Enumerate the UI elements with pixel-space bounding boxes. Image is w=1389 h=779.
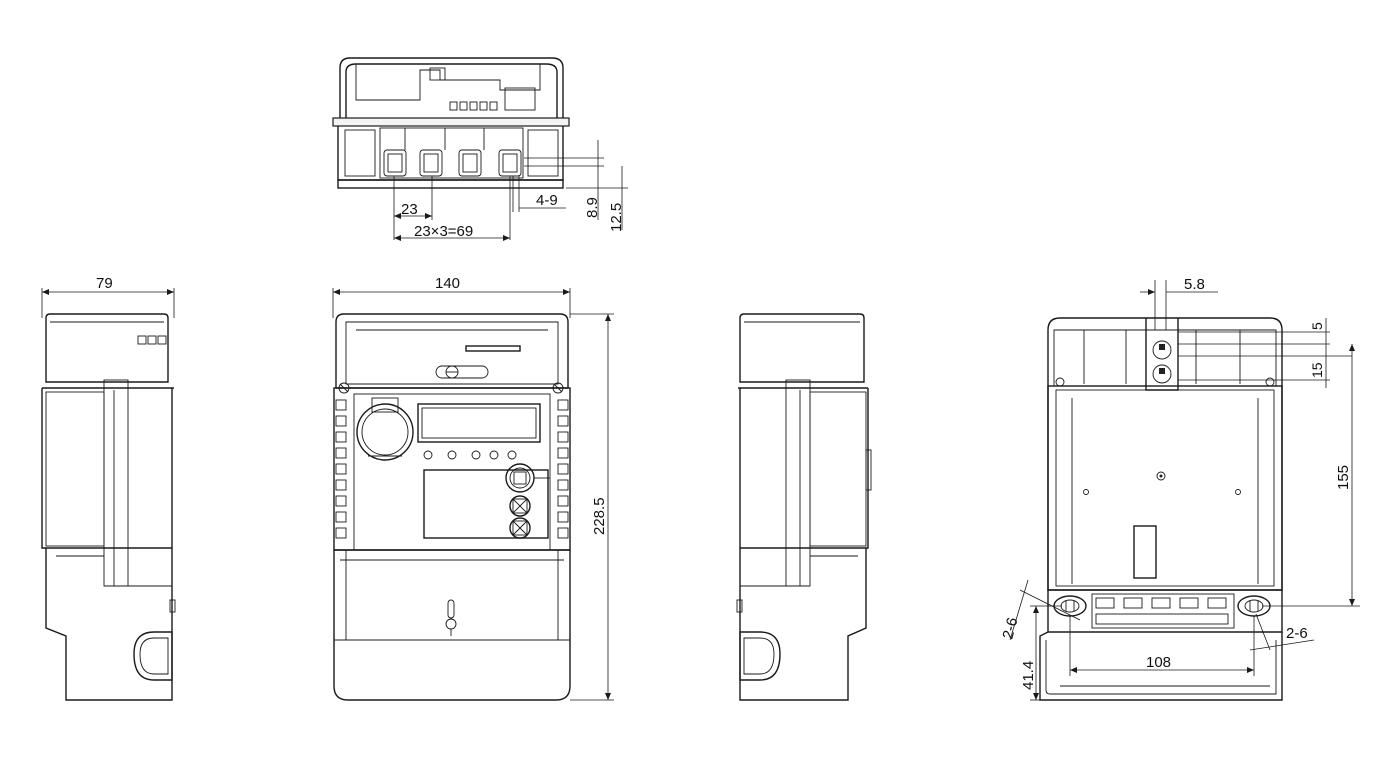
side-depth-label: 79: [96, 275, 113, 292]
status-leds: [423, 450, 517, 460]
front-width-label: 140: [435, 275, 460, 292]
hole-label: 4-9: [536, 192, 558, 209]
control-buttons: [505, 463, 550, 539]
left-ribs: [335, 399, 347, 539]
depth-b-label: 12.5: [608, 203, 625, 232]
hole-right-label: 2-6: [1286, 625, 1308, 642]
back-view: 5.8 5 15: [999, 276, 1360, 701]
pitch-label: 23: [401, 201, 418, 218]
indicator-leds: [449, 101, 498, 111]
right-side-view: [736, 313, 872, 701]
right-ribs: [557, 399, 569, 539]
bottom-offset-label: 41.4: [1020, 661, 1037, 690]
hanging-holes: [1152, 340, 1172, 384]
front-height-label: 228.5: [591, 497, 608, 535]
top-view: 23 23×3=69 4-9 8.9 12.5: [332, 57, 628, 241]
front-view: 140 228.5: [332, 275, 614, 701]
left-side-view: 79: [41, 275, 176, 701]
center-slot: [1133, 525, 1157, 579]
slot-pitch-label: 15: [1309, 362, 1325, 378]
hole-left-label: 2-6: [999, 616, 1021, 641]
nameplate-area: [423, 469, 549, 539]
lcd-display: [417, 403, 541, 443]
vertical-span-label: 155: [1335, 465, 1352, 490]
hole-span-label: 108: [1146, 654, 1171, 671]
optical-port: [356, 397, 414, 461]
top-offset-label: 5: [1309, 322, 1325, 330]
depth-a-label: 8.9: [584, 197, 601, 218]
terminal-block: [379, 127, 524, 179]
span-label: 23×3=69: [414, 223, 473, 240]
slot-width-label: 5.8: [1184, 276, 1205, 293]
